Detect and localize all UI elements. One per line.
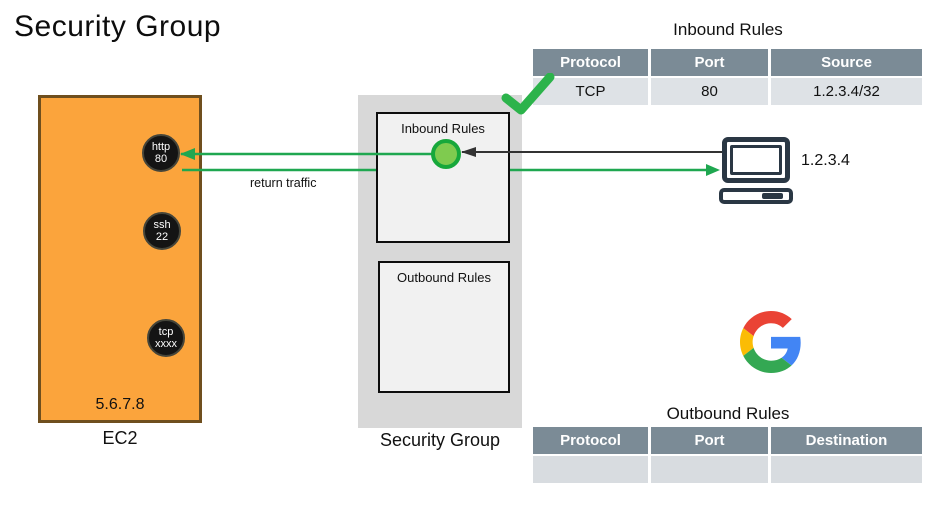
inbound-header-source: Source	[771, 49, 922, 76]
outbound-cell-destination	[771, 456, 922, 483]
computer-icon	[722, 137, 790, 183]
inbound-table-title: Inbound Rules	[673, 20, 783, 39]
port-circle-ssh: ssh 22	[143, 212, 181, 250]
inbound-header-port: Port	[651, 49, 768, 76]
port-protocol-label: ssh	[153, 219, 171, 231]
outbound-table-title: Outbound Rules	[666, 404, 790, 423]
port-number-label: 22	[155, 231, 169, 243]
outbound-cell-protocol	[533, 456, 648, 483]
ec2-ip-label: 5.6.7.8	[95, 396, 145, 413]
page-title: Security Group	[14, 10, 222, 43]
port-protocol-label: http	[151, 141, 171, 153]
inbound-rules-box-label: Inbound Rules	[401, 121, 485, 136]
inbound-header-protocol: Protocol	[533, 49, 648, 76]
checkmark-icon	[501, 73, 555, 115]
port-number-label: xxxx	[155, 338, 177, 350]
outbound-rules-box-label: Outbound Rules	[397, 270, 491, 285]
port-circle-tcp: tcp xxxx	[147, 319, 185, 357]
computer-screen	[730, 145, 782, 175]
inbound-rules-box: Inbound Rules	[376, 112, 510, 243]
port-protocol-label: tcp	[158, 326, 174, 338]
inbound-cell-protocol: TCP	[533, 78, 648, 105]
computer-keyboard-key	[762, 193, 783, 199]
inbound-rules-table: Protocol Port Source TCP 80 1.2.3.4/32	[533, 49, 923, 105]
inbound-cell-source: 1.2.3.4/32	[771, 78, 922, 105]
ec2-caption: EC2	[102, 428, 138, 448]
inbound-cell-port: 80	[651, 78, 768, 105]
outbound-header-port: Port	[651, 427, 768, 454]
outbound-header-destination: Destination	[771, 427, 922, 454]
computer-keyboard	[719, 188, 793, 204]
outbound-rules-table: Protocol Port Destination	[533, 427, 923, 483]
return-traffic-label: return traffic	[250, 176, 317, 190]
outbound-rules-box: Outbound Rules	[378, 261, 510, 393]
outbound-header-protocol: Protocol	[533, 427, 648, 454]
google-logo-icon	[740, 311, 801, 373]
outbound-cell-port	[651, 456, 768, 483]
port-number-label: 80	[154, 153, 168, 165]
port-circle-http: http 80	[142, 134, 180, 172]
security-group-caption: Security Group	[379, 430, 501, 450]
client-ip-label: 1.2.3.4	[801, 152, 850, 169]
